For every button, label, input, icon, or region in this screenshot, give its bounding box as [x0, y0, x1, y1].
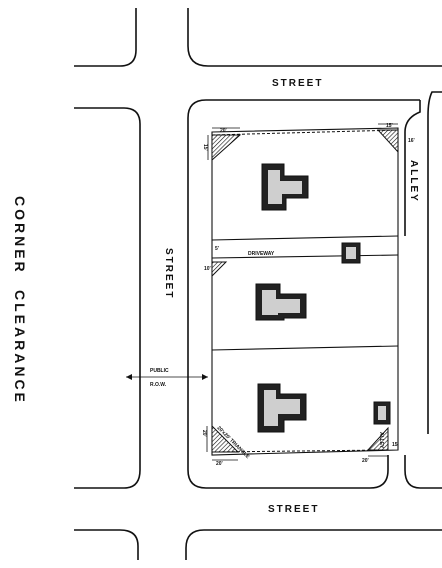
public-row-label-2: R.O.W.: [150, 382, 167, 388]
curb-east-block: [187, 99, 420, 489]
dim-bottom-right: 15': [392, 442, 399, 448]
building-south: [257, 383, 307, 433]
dim-driveway-offset: 5': [215, 246, 219, 252]
dimension-ticks: [206, 123, 398, 461]
dash-bottom: [211, 449, 389, 453]
side-title: CORNER CLEARANCE: [12, 196, 28, 405]
curb-west-block: [74, 107, 141, 489]
lot-lines: [211, 127, 399, 456]
street-label-bottom: STREET: [268, 504, 319, 515]
curb-alley-west: [404, 100, 421, 236]
lot-divider-1: [211, 235, 399, 241]
garage-driveway: [341, 242, 361, 264]
side-title-clearance: CLEARANCE: [12, 290, 28, 405]
building-middle: [255, 283, 307, 321]
curb-top-right: [187, 8, 442, 67]
clearance-triangle-bottom-right: [366, 426, 389, 451]
public-row-label-1: PUBLIC: [150, 368, 169, 374]
side-title-corner: CORNER: [12, 196, 28, 275]
lot-divider-driveway: [211, 254, 399, 259]
clearance-triangle-driveway: [211, 261, 228, 278]
dim-bottom-right-width: 20': [362, 458, 369, 464]
dim-bottom-left-depth: 20': [201, 430, 207, 437]
curb-bottom-right: [404, 455, 442, 489]
curb-alley-east: [427, 91, 442, 434]
curb-top-left: [74, 8, 137, 67]
dim-alley-note: ALLEY: [378, 432, 384, 449]
alley-label: ALLEY: [408, 160, 419, 203]
dim-top-left-depth: 15': [202, 144, 208, 151]
street-label-top: STREET: [272, 78, 323, 89]
garage-south: [373, 401, 391, 425]
clearance-triangle-top-left: [211, 134, 242, 162]
dash-top: [211, 129, 399, 136]
dim-bottom-left-width: 20': [216, 461, 223, 467]
dim-top-left-width: 20': [220, 128, 227, 134]
lot-divider-2: [211, 345, 399, 351]
street-label-vertical: STREET: [163, 248, 174, 299]
driveway-label: DRIVEWAY: [248, 251, 275, 257]
dim-top-right: 15': [386, 123, 393, 129]
curb-bottom-right-south: [185, 529, 442, 560]
building-north: [261, 163, 309, 211]
clearance-triangle-top-right: [376, 129, 399, 154]
dim-alley-width: 16': [408, 138, 415, 144]
dim-driveway: 10': [204, 266, 211, 272]
public-row-arrow: [126, 374, 208, 380]
curb-bottom-left: [74, 529, 139, 560]
